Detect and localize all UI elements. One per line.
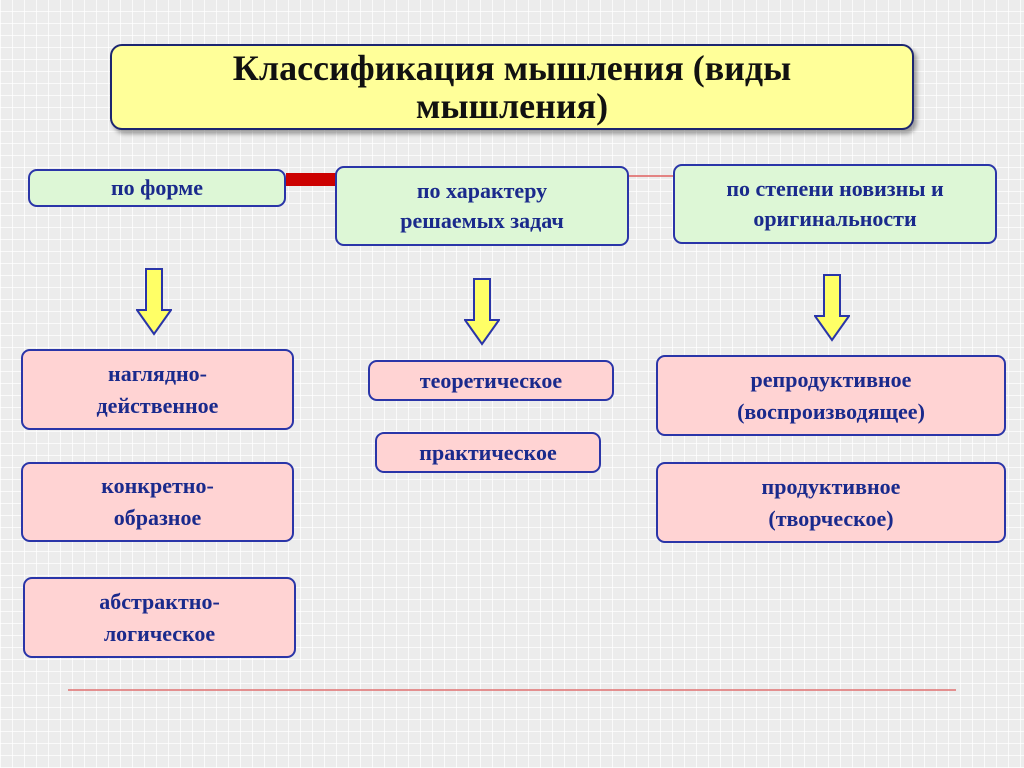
item-box-theoretical: теоретическое bbox=[368, 360, 614, 401]
category-box-form: по форме bbox=[28, 169, 286, 207]
item-box-visual-active: наглядно- действенное bbox=[21, 349, 294, 430]
down-arrow-icon bbox=[814, 274, 850, 342]
connector-bar bbox=[286, 173, 338, 186]
category-label-tasks: по характеру решаемых задач bbox=[400, 178, 564, 233]
item-box-productive: продуктивное (творческое) bbox=[656, 462, 1006, 543]
down-arrow-icon bbox=[464, 278, 500, 346]
item-label: абстрактно- логическое bbox=[99, 588, 220, 646]
item-label: практическое bbox=[419, 439, 557, 465]
item-label: продуктивное (творческое) bbox=[761, 473, 901, 531]
item-label: репродуктивное (воспроизводящее) bbox=[737, 366, 925, 424]
down-arrow-icon bbox=[136, 268, 172, 336]
category-label-novelty: по степени новизны и оригинальности bbox=[726, 176, 944, 231]
category-box-tasks: по характеру решаемых задач bbox=[335, 166, 629, 246]
diagram-title: Классификация мышления (виды мышления) bbox=[232, 48, 792, 126]
item-label: конкретно- образное bbox=[101, 473, 214, 530]
item-box-practical: практическое bbox=[375, 432, 601, 473]
item-box-concrete-imaginative: конкретно- образное bbox=[21, 462, 294, 542]
item-label: теоретическое bbox=[419, 367, 563, 393]
item-box-reproductive: репродуктивное (воспроизводящее) bbox=[656, 355, 1006, 436]
category-label-form: по форме bbox=[110, 175, 204, 200]
item-label: наглядно- действенное bbox=[96, 360, 219, 418]
item-box-abstract-logical: абстрактно- логическое bbox=[23, 577, 296, 658]
category-box-novelty: по степени новизны и оригинальности bbox=[673, 164, 997, 244]
diagram-title-box: Классификация мышления (виды мышления) bbox=[110, 44, 914, 130]
